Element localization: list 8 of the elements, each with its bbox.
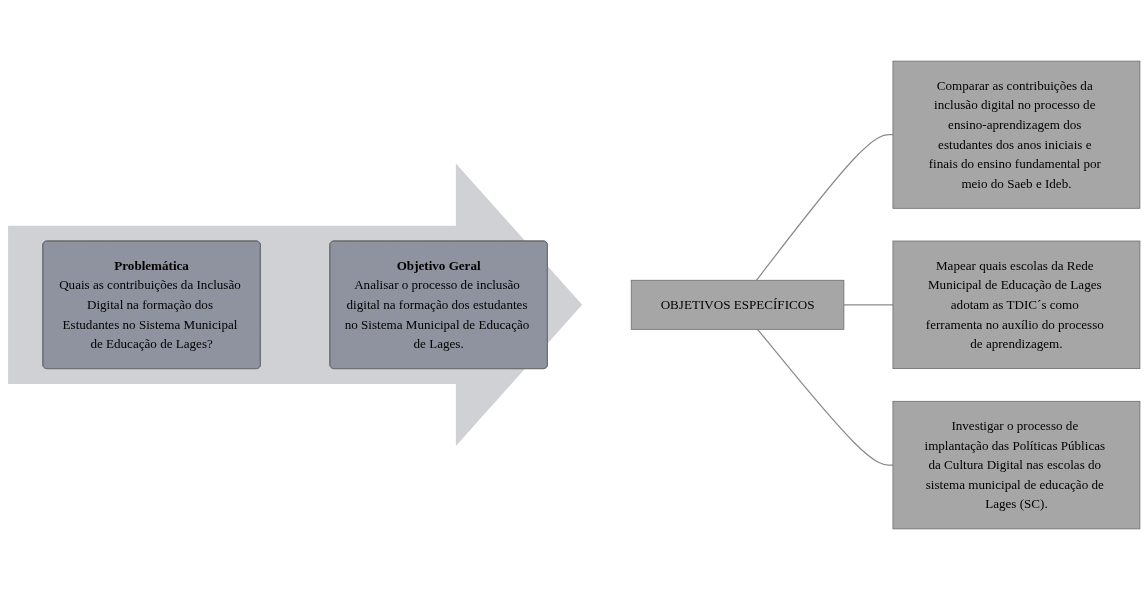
connector bbox=[756, 328, 894, 466]
connector bbox=[842, 303, 894, 305]
node-box: Mapear quais escolas da Rede Municipal de Educação de Lages adotam as TDIC´s como ferramenta no auxílio do processo de aprendizagem. bbox=[892, 240, 1140, 369]
connector bbox=[755, 133, 894, 281]
node-box: OBJETIVOS ESPECÍFICOS bbox=[630, 279, 844, 330]
cluster bbox=[7, 163, 582, 446]
node-box: Investigar o processo de implantação das Políticas Públicas da Cultura Digital nas escolas do sistema municipal de educação de Lages (SC). bbox=[892, 400, 1140, 529]
node-box: Comparar as contribuições da inclusão digital no processo de ensino-aprendizagem dos estudantes dos anos iniciais e finais do ensino fundamental por meio do Saeb e Ideb. bbox=[892, 60, 1140, 209]
